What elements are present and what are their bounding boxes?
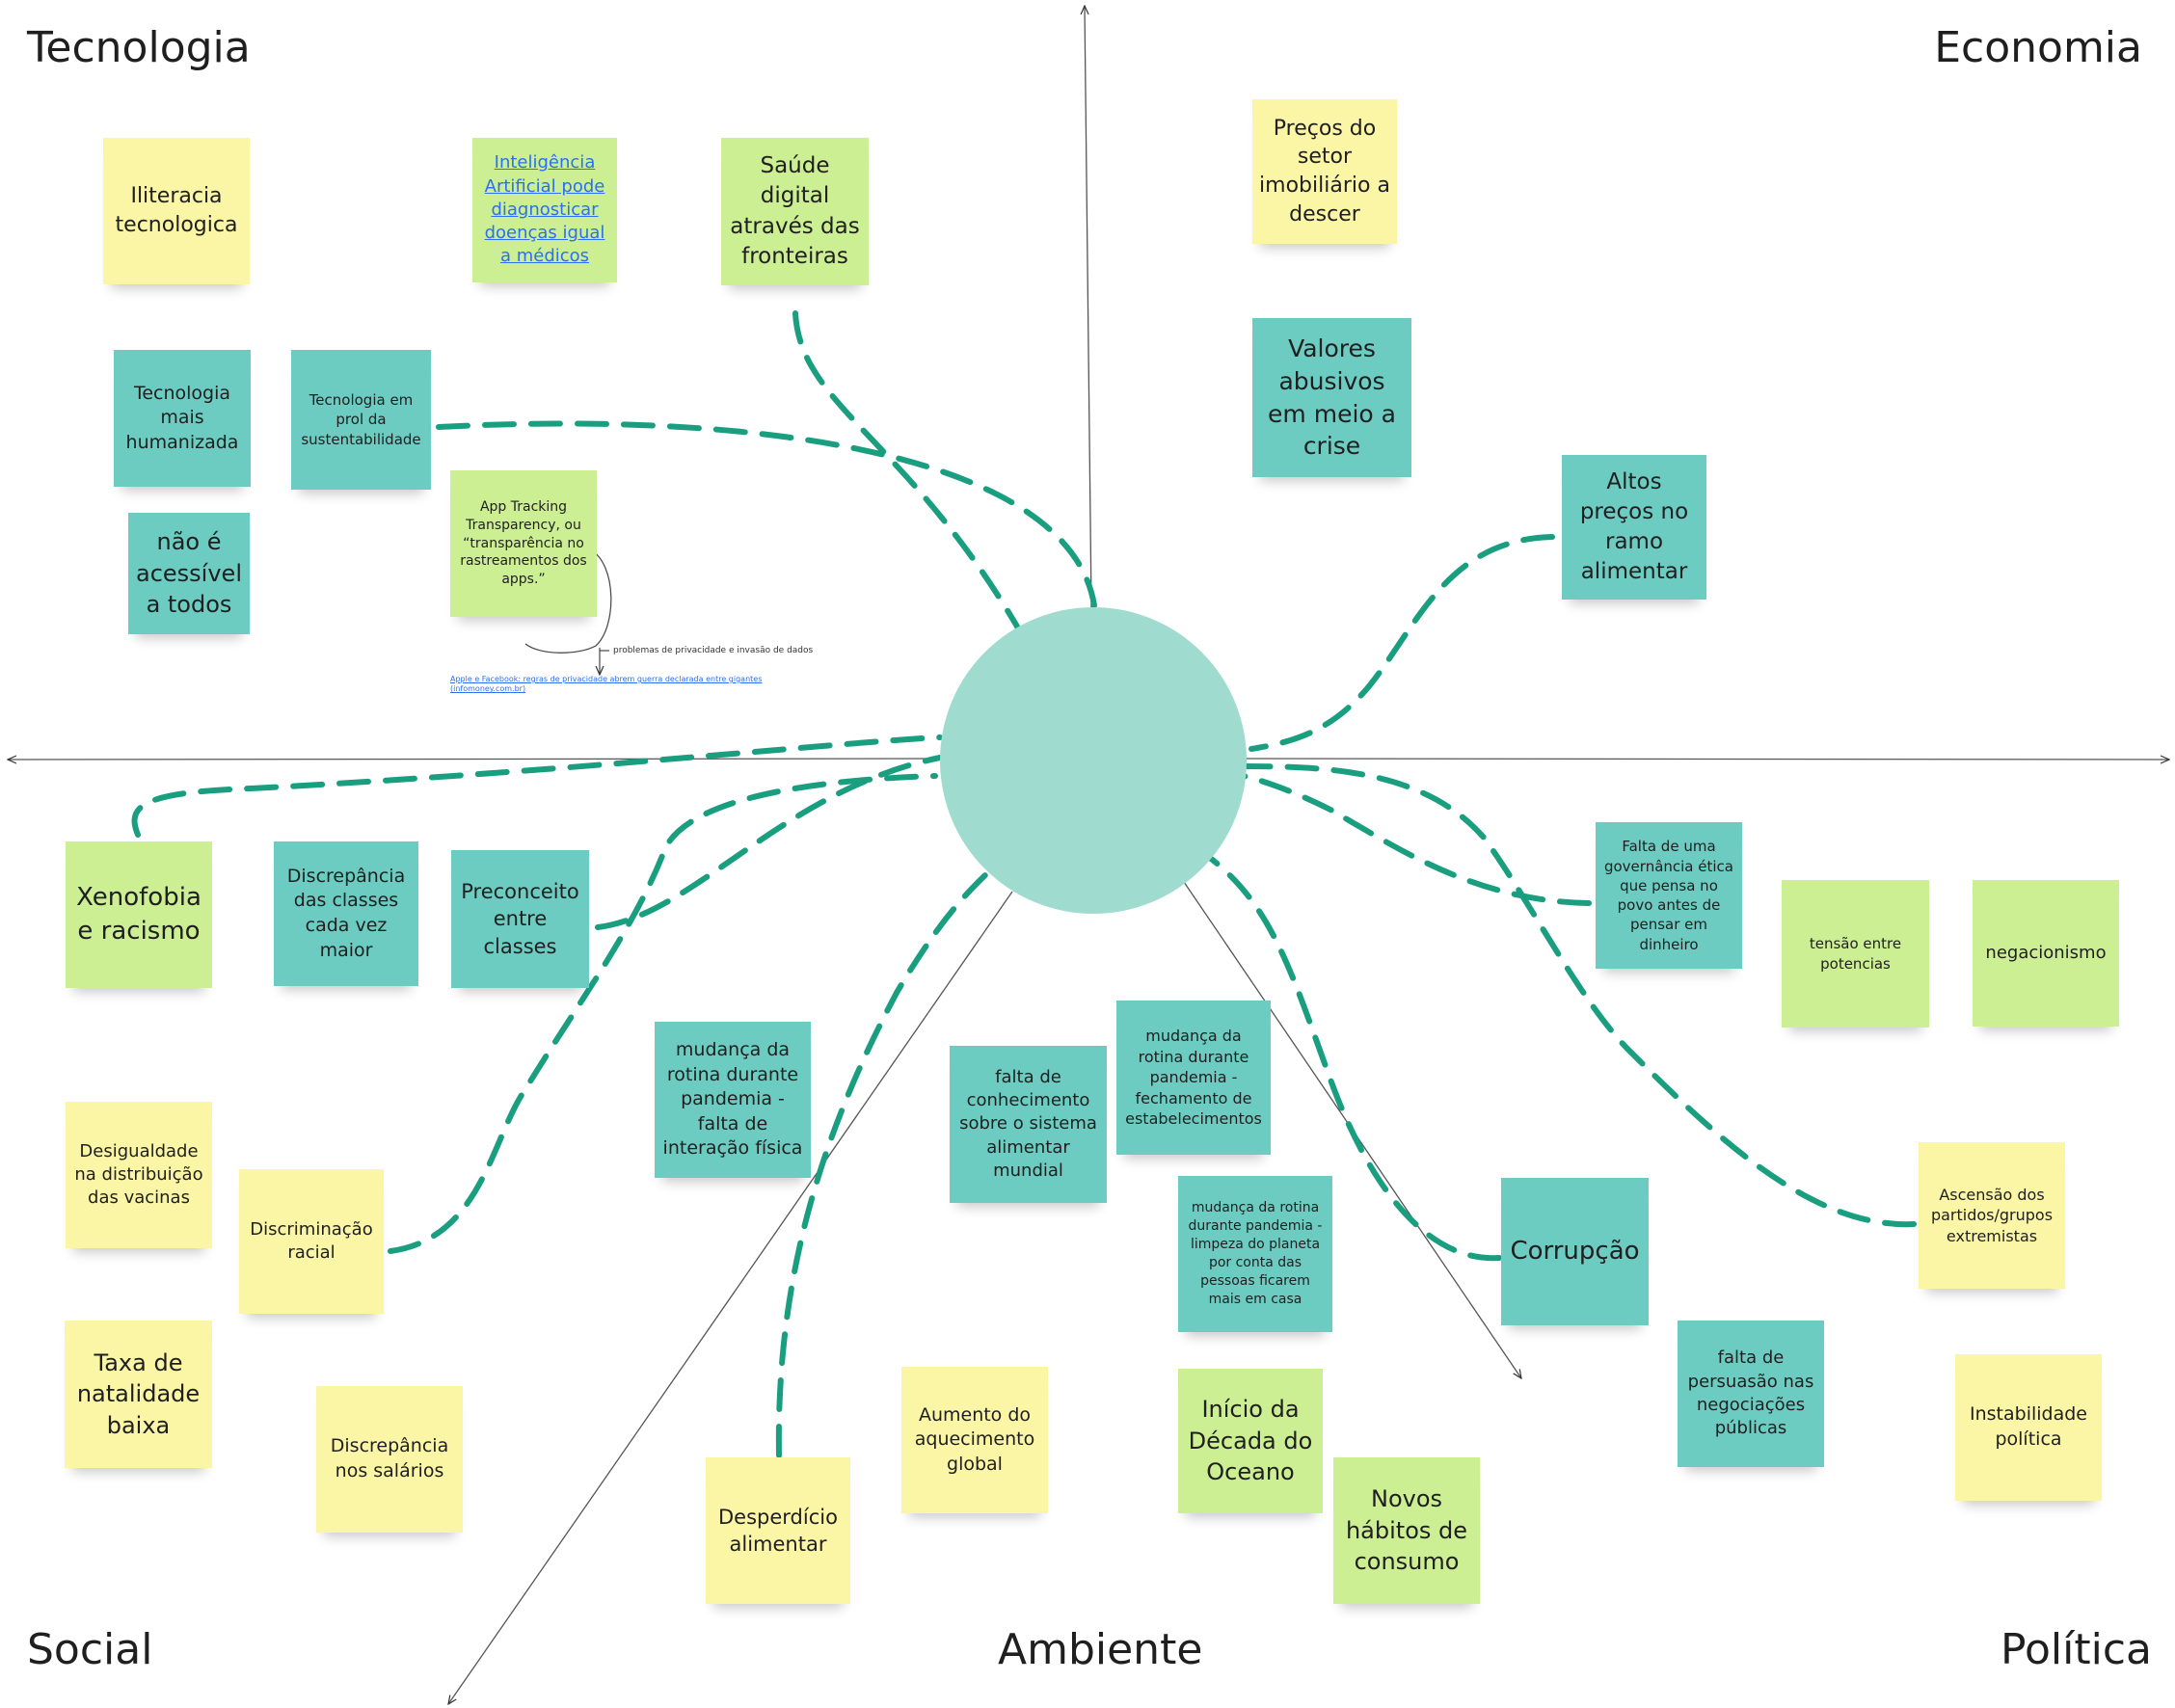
sticky-note[interactable]: Desigualdade na distribuição das vacinas (66, 1102, 212, 1248)
news-link[interactable]: Apple e Facebook: regras de privacidade … (450, 675, 762, 695)
sticky-note[interactable]: Corrupção (1501, 1178, 1649, 1325)
news-link-line1[interactable]: Apple e Facebook: regras de privacidade … (450, 675, 763, 683)
sticky-note[interactable]: App Tracking Transparency, ou “transparê… (450, 470, 597, 617)
sticky-note[interactable]: Saúde digital através das fronteiras (721, 138, 869, 285)
note-text: Xenofobia e racismo (76, 882, 201, 946)
sticky-note[interactable]: negacionismo (1973, 880, 2119, 1027)
note-text: App Tracking Transparency, ou “transparê… (460, 498, 587, 588)
note-text: mudança da rotina durante pandemia - lim… (1188, 1200, 1323, 1307)
connector-xenofobia (131, 734, 943, 838)
note-text: Valores abusivos em meio a crise (1268, 334, 1396, 461)
note-text: não é acessível a todos (136, 528, 242, 619)
sticky-note[interactable]: mudança da rotina durante pandemia - lim… (1178, 1176, 1332, 1332)
quadrant-title-ambiente: Ambiente (998, 1625, 1203, 1674)
sticky-note[interactable]: Discriminação racial (239, 1169, 384, 1314)
sticky-note[interactable]: Início da Década do Oceano (1178, 1369, 1323, 1513)
note-text: Discrepância nos salários (330, 1435, 449, 1481)
connector-governanca (1241, 773, 1592, 906)
sticky-note[interactable]: Tecnologia em prol da sustentabilidade (291, 350, 431, 490)
sticky-note[interactable]: Aumento do aquecimento global (901, 1367, 1048, 1513)
note-text: Instabilidade política (1970, 1403, 2087, 1450)
note-text: Altos preços no ramo alimentar (1579, 468, 1689, 585)
note-text: negacionismo (1985, 942, 2107, 963)
sticky-note[interactable]: Preconceito entre classes (451, 850, 589, 988)
sticky-note[interactable]: Preços do setor imobiliário a descer (1252, 99, 1397, 244)
sticky-note-link[interactable]: Inteligência Artificial pode diagnostica… (472, 138, 617, 282)
sticky-note[interactable]: Valores abusivos em meio a crise (1252, 318, 1411, 477)
connector-discriminacao (388, 773, 938, 1254)
sticky-note[interactable]: tensão entre potencias (1782, 880, 1929, 1027)
connector-preconceito (595, 755, 943, 930)
sticky-note[interactable]: Xenofobia e racismo (66, 841, 212, 988)
note-text: Preconceito entre classes (461, 879, 579, 958)
note-text: falta de persuasão nas negociações públi… (1687, 1348, 1814, 1439)
privacy-arrow (524, 548, 612, 654)
connector-tecnologia-sustentabilidade (436, 420, 1097, 608)
note-text: Iliteracia tecnologica (115, 184, 238, 237)
note-text: Tecnologia em prol da sustentabilidade (301, 391, 421, 448)
note-text: falta de conhecimento sobre o sistema al… (959, 1066, 1097, 1181)
central-hub-circle[interactable] (940, 607, 1247, 914)
sticky-note[interactable]: Tecnologia mais humanizada (114, 350, 251, 487)
sticky-note[interactable]: mudança da rotina durante pandemia - fec… (1116, 1001, 1271, 1155)
note-text: Saúde digital através das fronteiras (730, 153, 860, 269)
note-text: Taxa de natalidade baixa (76, 1348, 201, 1439)
connector-saude-digital (792, 310, 1020, 629)
note-text: tensão entre potencias (1809, 935, 1902, 973)
note-text: Discrepância das classes cada vez maior (286, 865, 406, 961)
note-text: mudança da rotina durante pandemia - fec… (1125, 1027, 1262, 1129)
sticky-note[interactable]: Ascensão dos partidos/grupos extremistas (1919, 1142, 2065, 1289)
sticky-note[interactable]: falta de persuasão nas negociações públi… (1678, 1321, 1824, 1467)
note-text: Corrupção (1510, 1236, 1640, 1266)
note-text: mudança da rotina durante pandemia - fal… (662, 1038, 803, 1160)
note-text: Novos hábitos de consumo (1345, 1485, 1468, 1576)
note-text: Falta de uma governância ética que pensa… (1603, 838, 1733, 953)
note-text: Tecnologia mais humanizada (125, 382, 239, 453)
note-text: Discriminação racial (250, 1218, 373, 1263)
diagonal-axis-left (448, 891, 1013, 1704)
quadrant-title-economia: Economia (1934, 23, 2142, 72)
sticky-note[interactable]: Novos hábitos de consumo (1333, 1457, 1480, 1604)
note-text: Desperdício alimentar (718, 1505, 838, 1556)
note-link-text[interactable]: Inteligência Artificial pode diagnostica… (484, 152, 605, 267)
connector-altos-precos (1249, 534, 1555, 752)
vertical-axis (1085, 6, 1092, 608)
sticky-note[interactable]: Altos preços no ramo alimentar (1562, 455, 1706, 600)
horizontal-axis-right (1243, 759, 2169, 760)
horizontal-axis-left (8, 759, 941, 760)
sticky-note[interactable]: falta de conhecimento sobre o sistema al… (950, 1046, 1107, 1203)
sticky-note[interactable]: mudança da rotina durante pandemia - fal… (655, 1022, 811, 1178)
connector-ascensao (1243, 763, 1917, 1228)
sticky-note[interactable]: Discrepância das classes cada vez maior (274, 841, 418, 986)
sticky-note[interactable]: Instabilidade política (1955, 1354, 2102, 1501)
note-text: Preços do setor imobiliário a descer (1259, 116, 1390, 227)
quadrant-title-tecnologia: Tecnologia (27, 23, 251, 72)
connector-corrupcao (1207, 855, 1502, 1262)
sticky-note[interactable]: Iliteracia tecnologica (103, 138, 250, 284)
note-text: Início da Década do Oceano (1188, 1396, 1313, 1486)
news-link-line2[interactable]: (infomoney.com.br) (450, 684, 526, 694)
note-text: Desigualdade na distribuição das vacinas (74, 1140, 203, 1209)
sticky-note[interactable]: Discrepância nos salários (316, 1386, 463, 1533)
sticky-note[interactable]: Falta de uma governância ética que pensa… (1596, 822, 1742, 969)
sticky-note[interactable]: Taxa de natalidade baixa (65, 1321, 212, 1468)
sticky-note[interactable]: Desperdício alimentar (706, 1457, 850, 1604)
connector-desperdicio (775, 865, 996, 1458)
quadrant-title-social: Social (27, 1625, 153, 1674)
sticky-note[interactable]: não é acessível a todos (128, 513, 250, 634)
quadrant-title-politica: Política (2000, 1625, 2152, 1674)
privacy-annotation: problemas de privacidade e invasão de da… (613, 646, 814, 655)
note-text: Ascensão dos partidos/grupos extremistas (1930, 1185, 2054, 1245)
note-text: Aumento do aquecimento global (914, 1403, 1035, 1475)
